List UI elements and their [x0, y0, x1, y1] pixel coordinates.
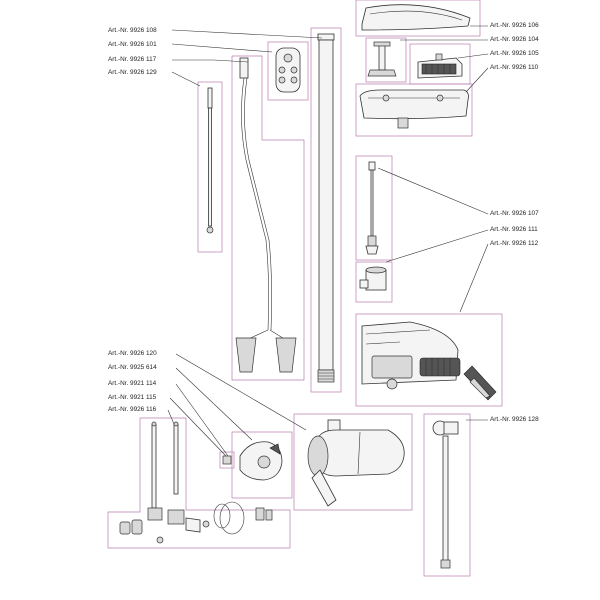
label-art-9926-129: Art.-Nr. 9926 129 [108, 69, 157, 76]
part-cover-top [355, 0, 481, 37]
part-shaft-fitting [365, 37, 407, 83]
label-art-9926-117: Art.-Nr. 9926 117 [108, 56, 157, 63]
label-art-9925-614: Art.-Nr. 9925 614 [108, 364, 157, 371]
label-art-9926-112: Art.-Nr. 9926 112 [490, 240, 539, 247]
part-lower-housing [355, 83, 473, 137]
label-art-9926-108: Art.-Nr. 9926 108 [108, 27, 157, 34]
label-art-9921-115: Art.-Nr. 9921 115 [108, 394, 157, 401]
label-art-9926-116: Art.-Nr. 9926 116 [108, 406, 157, 413]
part-small-parts-kit [107, 417, 291, 549]
part-nut [219, 451, 235, 469]
label-art-9926-128: Art.-Nr. 9926 128 [490, 416, 539, 423]
label-art-9926-101: Art.-Nr. 9926 101 [108, 41, 157, 48]
label-art-9926-110: Art.-Nr. 9926 110 [490, 64, 539, 71]
part-motor-unit [293, 413, 413, 511]
label-art-9926-106: Art.-Nr. 9926 106 [490, 22, 539, 29]
label-art-9921-114: Art.-Nr. 9921 114 [108, 380, 157, 387]
part-main-tube [310, 27, 342, 393]
label-art-9926-111: Art.-Nr. 9926 111 [490, 226, 538, 233]
part-battery-cable [231, 55, 305, 381]
part-tiller [423, 413, 471, 577]
label-art-9926-107: Art.-Nr. 9926 107 [490, 210, 539, 217]
part-connector-block [409, 43, 471, 85]
label-art-9926-104: Art.-Nr. 9926 104 [490, 36, 539, 43]
part-threaded-rod [197, 81, 223, 253]
part-remote-control [267, 41, 309, 101]
part-coupler [355, 261, 393, 303]
part-propeller [231, 431, 293, 499]
part-steering-head [355, 313, 503, 407]
label-art-9926-120: Art.-Nr. 9926 120 [108, 350, 157, 357]
part-rod [355, 155, 393, 261]
label-art-9926-105: Art.-Nr. 9926 105 [490, 50, 539, 57]
leader-lines [167, 25, 489, 457]
